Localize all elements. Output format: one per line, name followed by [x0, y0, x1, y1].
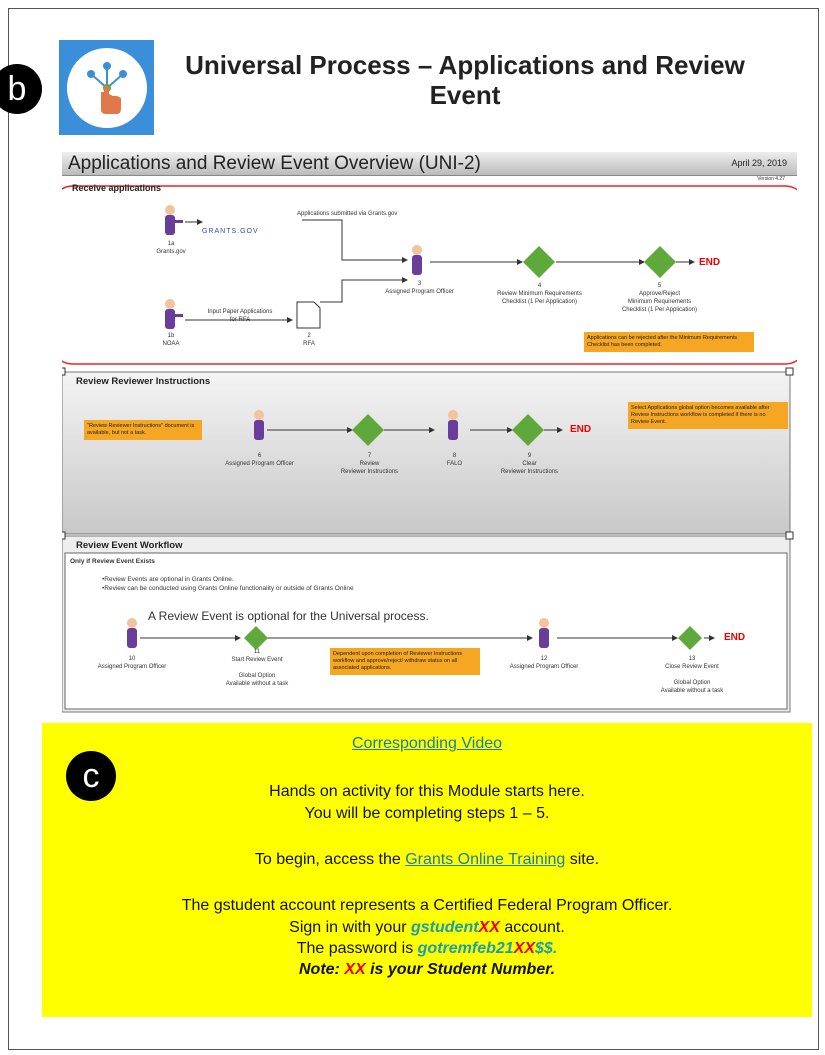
- step-4-label: 4 Review Minimum Requirements Checklist …: [497, 283, 582, 305]
- only-if-label: Only if Review Event Exists: [70, 558, 155, 565]
- end-label-3: END: [724, 632, 746, 643]
- signin-line: Sign in with your gstudentXX account.: [42, 919, 812, 937]
- submitted-label: Applications submitted via Grants.gov: [297, 211, 398, 217]
- corresponding-video-link[interactable]: Corresponding Video: [351, 735, 503, 752]
- lane-review-event: Review Event Workflow: [76, 540, 183, 551]
- actor-3-label: 3 Assigned Program Officer: [385, 281, 454, 295]
- pw-xx: XX: [513, 940, 536, 957]
- actor-1a-label: 1a Grants.gov: [156, 241, 186, 255]
- begin-pre: To begin, access the: [254, 851, 406, 868]
- step-8-label: 8 FALO: [446, 453, 463, 467]
- note-select-applications: Select Applications global option become…: [628, 402, 788, 429]
- password-line: The password is gotremfeb21XX$$.: [42, 940, 812, 958]
- signin-pre: Sign in with your: [289, 919, 411, 936]
- slide-frame: [8, 8, 819, 1050]
- process-logo: [59, 40, 154, 135]
- step-13-label: 13 Close Review Event Global Option Avai…: [660, 656, 724, 694]
- input-paper-label: Input Paper Applications for RFA: [207, 309, 273, 323]
- grants-gov-logo: GRANTS.GOV: [202, 228, 259, 235]
- end-label-1: END: [699, 257, 721, 268]
- begin-post: site.: [565, 851, 600, 868]
- hand-network-icon: [66, 47, 147, 128]
- actor-12-label: 12 Assigned Program Officer: [509, 656, 579, 670]
- step-11-label: 11 Start Review Event Global Option Avai…: [225, 649, 289, 687]
- begin-line: To begin, access the Grants Online Train…: [42, 851, 812, 869]
- signin-xx: XX: [478, 919, 500, 936]
- badge-c: c: [66, 751, 116, 801]
- title-line2: Event: [429, 80, 501, 110]
- actor-6-label: 6 Assigned Program Officer: [225, 453, 294, 467]
- overview-title: Applications and Review Event Overview (…: [68, 153, 481, 174]
- actor-1b-label: 1b NOAA: [162, 333, 180, 347]
- doc-2-label: 2 RFA: [303, 333, 315, 347]
- process-flow-diagram: Applications and Review Event Overview (…: [62, 152, 797, 718]
- title-line1: Universal Process – Applications and Rev…: [185, 50, 745, 80]
- hands-on-activity-box: c Corresponding Video Hands on activity …: [42, 723, 812, 1017]
- pw-a: gotremfeb21: [417, 940, 514, 957]
- lane-receive-applications: Receive applications: [72, 183, 162, 193]
- bullet-1: •Review Events are optional in Grants On…: [102, 576, 234, 583]
- activity-line1: Hands on activity for this Module starts…: [269, 783, 585, 800]
- lane-review-instructions: Review Reviewer Instructions: [76, 376, 211, 387]
- note-line: Note: XX is your Student Number.: [42, 961, 812, 979]
- pw-pre: The password is: [296, 940, 418, 957]
- note-pre: Note:: [298, 961, 345, 978]
- overview-version: Version 4.27: [757, 176, 785, 182]
- overview-header: Applications and Review Event Overview (…: [62, 152, 797, 176]
- note-rejected: Applications can be rejected after the M…: [584, 332, 754, 352]
- page-title: Universal Process – Applications and Rev…: [160, 50, 770, 110]
- bullet-2: •Review can be conducted using Grants On…: [102, 585, 354, 592]
- note-xx: XX: [344, 961, 366, 978]
- step-7-label: 7 Review Reviewer Instructions: [340, 453, 399, 475]
- step-9-label: 9 Clear Reviewer Instructions: [500, 453, 559, 475]
- signin-post: account.: [499, 919, 565, 936]
- signin-account: gstudent: [411, 919, 479, 936]
- optional-review-text: A Review Event is optional for the Unive…: [148, 609, 429, 623]
- end-label-2: END: [570, 424, 592, 435]
- note-post: is your Student Number.: [365, 961, 556, 978]
- account-line: The gstudent account represents a Certif…: [181, 897, 673, 914]
- step-5-label: 5 Approve/Reject Minimum Requirements Ch…: [621, 283, 698, 313]
- overview-date: April 29, 2019: [731, 158, 787, 168]
- note-dependent: Dependent upon completion of Reviewer In…: [330, 648, 480, 675]
- grants-online-training-link[interactable]: Grants Online Training: [405, 851, 566, 868]
- note-reviewer-instructions: "Review Reviewer Instructions" document …: [84, 420, 202, 440]
- pw-b: $$.: [535, 940, 558, 957]
- badge-b: b: [0, 64, 42, 114]
- activity-line2: You will be completing steps 1 – 5.: [304, 805, 550, 822]
- actor-10-label: 10 Assigned Program Officer: [97, 656, 167, 670]
- flow-shapes: [62, 185, 797, 713]
